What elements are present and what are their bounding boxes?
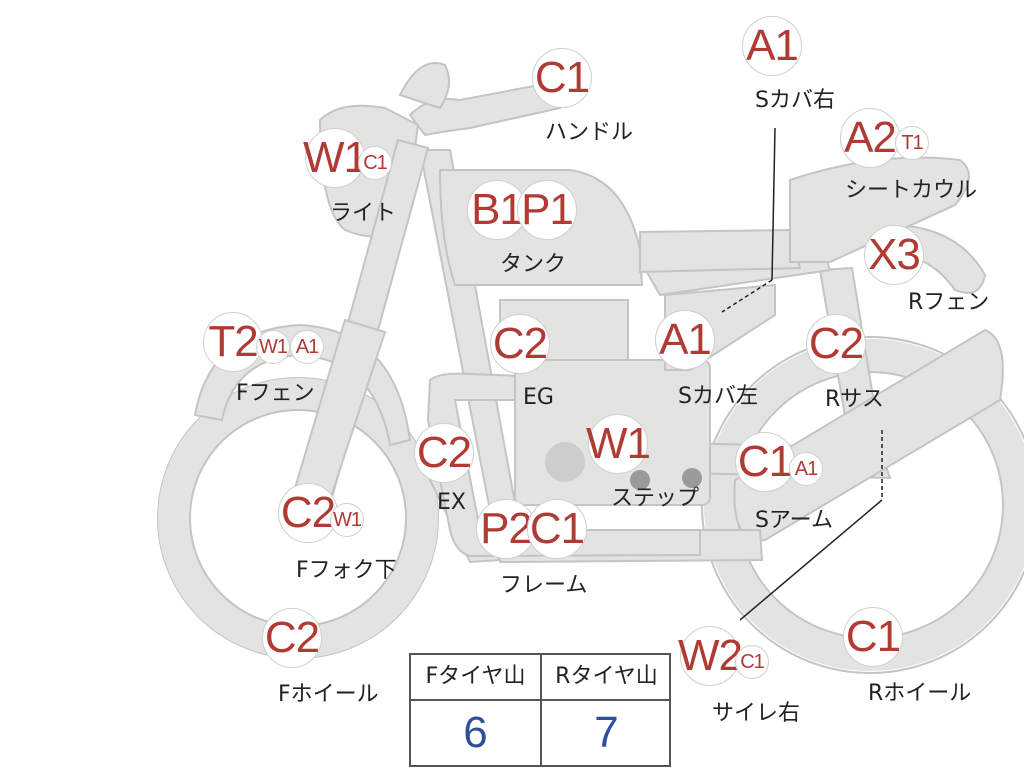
part-label: ハンドル	[545, 120, 634, 145]
seat-shape	[639, 228, 802, 274]
part-label: EX	[437, 490, 466, 515]
part-label: EG	[523, 385, 554, 410]
part-label: Sカバ左	[678, 384, 758, 409]
tire-tread-table: Fタイヤ山 Rタイヤ山 6 7	[409, 653, 671, 767]
part-label: Sアーム	[755, 508, 833, 533]
damage-code-badge: X3	[864, 225, 924, 285]
damage-code-badge: C1	[532, 48, 592, 108]
damage-code-badge: A1	[742, 16, 802, 76]
part-label: Fフォク下	[296, 558, 397, 583]
part-label: シートカウル	[845, 178, 978, 203]
part-label: タンク	[500, 252, 567, 277]
part-label: Sカバ右	[755, 88, 835, 113]
damage-code-badge: T1	[895, 126, 929, 160]
damage-code-badge: P1	[517, 180, 577, 240]
muffler-shape	[733, 328, 1004, 542]
damage-code-badge: W1	[330, 503, 364, 537]
part-label: ライト	[330, 201, 397, 226]
damage-code-badge: C2	[262, 608, 322, 668]
seat-cowl-shape	[789, 156, 970, 263]
damage-code-badge: W1	[256, 330, 290, 364]
mirror-shape	[398, 62, 450, 110]
damage-code-badge: C1	[527, 499, 587, 559]
part-label: Rホイール	[868, 681, 972, 706]
damage-code-badge: C1	[735, 645, 769, 679]
damage-code-badge: C1	[358, 146, 392, 180]
damage-code-badge: A2	[840, 108, 900, 168]
damage-code-badge: C1	[843, 607, 903, 667]
front-tire-value: 6	[463, 708, 488, 757]
part-label: Rフェン	[908, 290, 990, 315]
leader-line	[739, 499, 883, 621]
damage-code-badge: P2	[476, 499, 536, 559]
leader-line	[721, 279, 773, 313]
damage-code-badge: C2	[806, 314, 866, 374]
leader-line	[771, 127, 776, 281]
damage-code-badge: T2	[203, 312, 263, 372]
damage-code-badge: A1	[789, 452, 823, 486]
damage-code-badge: C1	[735, 432, 795, 492]
part-label: サイレ右	[712, 701, 801, 726]
step-peg-shape	[630, 470, 650, 490]
damage-code-badge: W2	[678, 626, 743, 686]
part-label: フレーム	[500, 573, 588, 598]
rear-tire-value: 7	[594, 708, 619, 757]
step-peg-shape	[682, 468, 702, 488]
damage-code-badge: A1	[290, 330, 324, 364]
table-divider	[540, 655, 542, 765]
exhaust-shape	[426, 372, 701, 558]
frame-shape	[418, 149, 764, 564]
damage-code-badge: C2	[490, 314, 550, 374]
damage-code-badge: W1	[586, 414, 651, 474]
engine-cover-shape	[545, 442, 585, 482]
damage-code-badge: C2	[278, 483, 338, 543]
front-tire-header: Fタイヤ山	[411, 655, 540, 701]
damage-code-badge: A1	[655, 310, 715, 370]
rear-tire-header: Rタイヤ山	[542, 655, 671, 701]
part-label: Fフェン	[236, 381, 315, 406]
damage-code-badge: W1	[303, 128, 368, 188]
damage-code-badge: C2	[414, 423, 474, 483]
part-label: Rサス	[825, 387, 884, 412]
part-label: ステップ	[611, 486, 700, 511]
part-label: Fホイール	[278, 682, 379, 707]
